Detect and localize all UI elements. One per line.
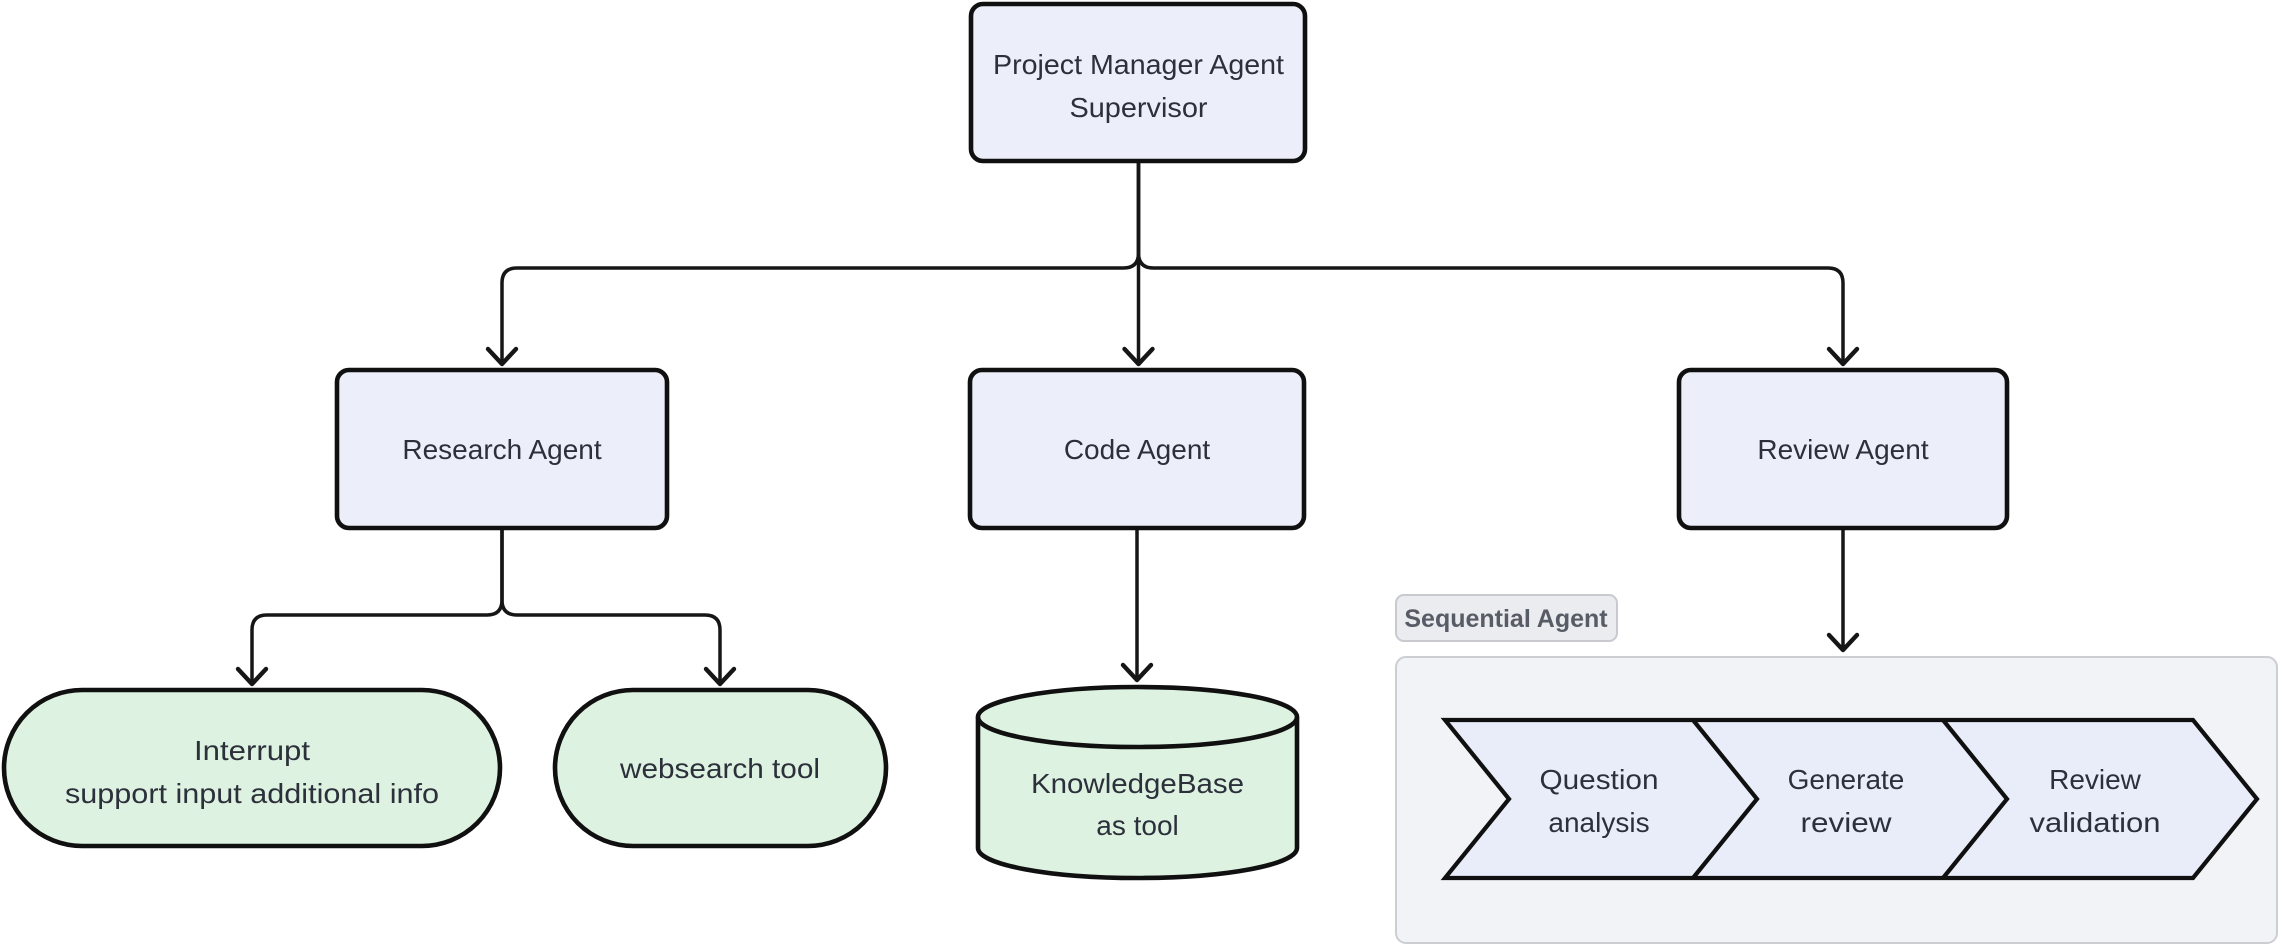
svg-text:Sequential Agent: Sequential Agent [1404, 605, 1608, 633]
svg-text:KnowledgeBase: KnowledgeBase [1031, 768, 1244, 799]
svg-text:validation: validation [2030, 807, 2161, 838]
svg-text:analysis: analysis [1548, 807, 1649, 838]
svg-text:Code Agent: Code Agent [1064, 434, 1211, 465]
svg-text:Project Manager Agent: Project Manager Agent [993, 49, 1284, 80]
svg-text:Review: Review [2049, 764, 2142, 795]
svg-text:Research Agent: Research Agent [402, 434, 601, 465]
svg-text:review: review [1801, 807, 1893, 838]
svg-text:Interrupt: Interrupt [194, 735, 310, 766]
svg-text:as tool: as tool [1096, 810, 1179, 841]
svg-text:Supervisor: Supervisor [1070, 92, 1208, 123]
svg-text:Generate: Generate [1788, 764, 1905, 795]
svg-text:Question: Question [1540, 764, 1659, 795]
svg-text:support input additional info: support input additional info [65, 778, 439, 809]
svg-text:Review Agent: Review Agent [1757, 434, 1928, 465]
svg-text:websearch tool: websearch tool [619, 753, 820, 784]
